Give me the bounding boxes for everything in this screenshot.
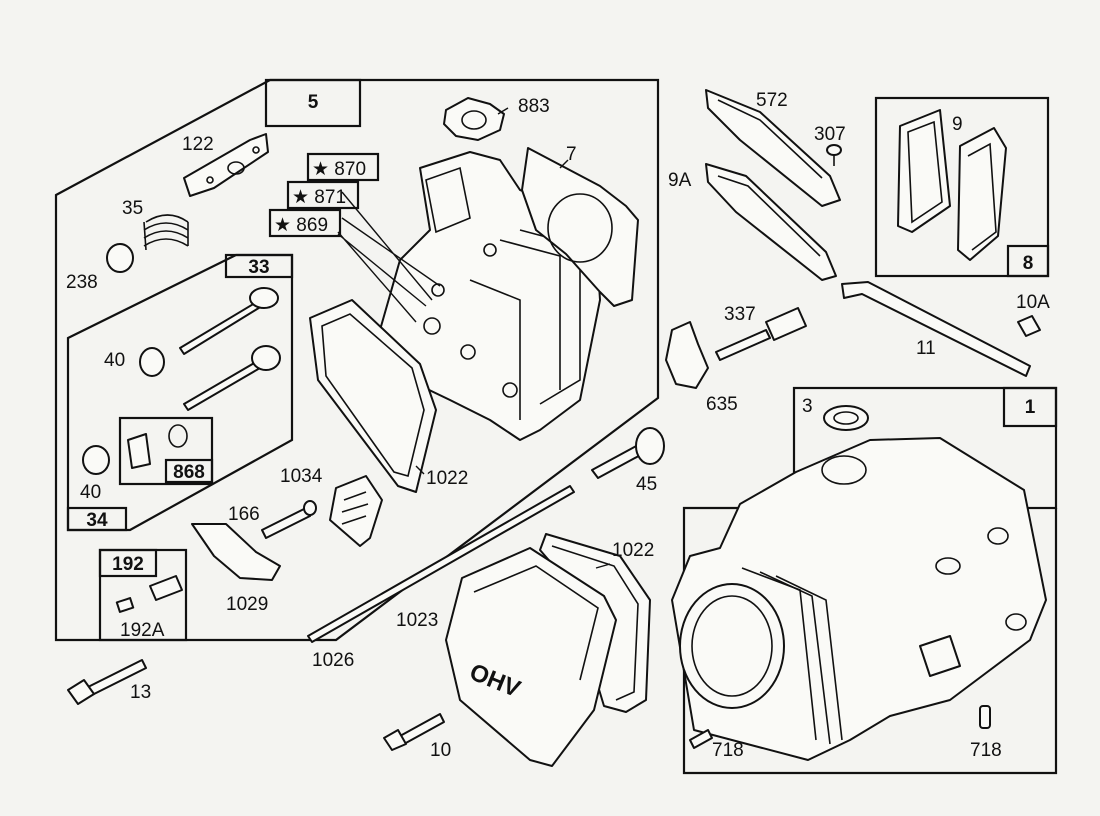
- callout-718-left: 718: [712, 740, 744, 761]
- assembly-label-1: 1: [1025, 397, 1036, 418]
- part-572-gasket: [705, 89, 841, 207]
- assembly-label-8: 8: [1023, 253, 1034, 274]
- head-assembly-frame: 5: [54, 78, 660, 642]
- callout-1022-lower: 1022: [612, 540, 654, 561]
- callout-45: 45: [636, 474, 657, 495]
- part-1034-plate: [329, 475, 383, 547]
- part-238-cap: [106, 243, 134, 273]
- callout-166: 166: [228, 504, 260, 525]
- part-intake-valve: [183, 345, 281, 411]
- callout-9: 9: [952, 114, 963, 135]
- callout-labels: 883 7 122 35 238 ★ 870 ★ 871 ★ 869 40 40…: [66, 90, 1050, 761]
- callout-1023: 1023: [396, 610, 438, 631]
- callout-40-lower: 40: [80, 482, 101, 503]
- callout-883: 883: [518, 96, 550, 117]
- part-1029-rocker-arm: [191, 523, 281, 581]
- part-11-tube: [841, 281, 1031, 377]
- callout-10: 10: [430, 740, 451, 761]
- part-35-spring: [143, 214, 189, 251]
- part-1026-push-rod: [307, 485, 575, 643]
- callout-238: 238: [66, 272, 98, 293]
- part-13-bolt: [67, 659, 147, 705]
- part-718-dowel-left: [689, 729, 713, 749]
- callout-572: 572: [756, 90, 788, 111]
- callout-192a: 192A: [120, 620, 165, 641]
- part-crankcase-block: [671, 437, 1047, 761]
- part-122-bracket: [183, 133, 269, 197]
- part-7-head-gasket: [521, 147, 639, 307]
- assembly-label-33: 33: [248, 257, 269, 278]
- part-1023-rocker-cover: OHV: [445, 547, 617, 767]
- callout-40-upper: 40: [104, 350, 125, 371]
- part-1022-gasket-upper: [309, 299, 437, 493]
- callout-869: ★ 869: [274, 215, 328, 236]
- callout-337: 337: [724, 304, 756, 325]
- part-45-tappet: [591, 427, 665, 479]
- valve-assembly-frame: 33 34 868: [66, 253, 294, 532]
- part-868-seal: [127, 424, 188, 469]
- callout-9a: 9A: [668, 170, 692, 191]
- part-exhaust-valve: [179, 287, 279, 355]
- part-9-gasket-set: [897, 109, 1007, 261]
- callout-871: ★ 871: [292, 187, 346, 208]
- callout-1034: 1034: [280, 466, 323, 487]
- assembly-label-34: 34: [86, 510, 108, 531]
- callout-635: 635: [706, 394, 738, 415]
- callout-307: 307: [814, 124, 846, 145]
- assembly-label-5: 5: [308, 92, 319, 113]
- assembly-label-868: 868: [173, 462, 205, 483]
- gasket-set-frame: 8: [874, 96, 1050, 278]
- part-3-seal: [823, 405, 869, 431]
- part-10-bolt: [383, 713, 445, 751]
- callout-718-right: 718: [970, 740, 1002, 761]
- part-9a-gasket: [705, 163, 837, 281]
- part-337-spark-plug: [715, 307, 807, 361]
- part-166-stud: [261, 500, 317, 539]
- assembly-label-192: 192: [112, 554, 144, 575]
- callout-1029: 1029: [226, 594, 268, 615]
- callout-1022-upper: 1022: [426, 468, 468, 489]
- callout-35: 35: [122, 198, 143, 219]
- callout-870: ★ 870: [312, 159, 366, 180]
- callout-1026: 1026: [312, 650, 354, 671]
- callout-122: 122: [182, 134, 214, 155]
- callout-13: 13: [130, 682, 151, 703]
- callout-10a: 10A: [1016, 292, 1050, 313]
- callout-7: 7: [566, 144, 577, 165]
- part-883-gasket: [443, 97, 505, 141]
- callout-11: 11: [916, 338, 936, 359]
- part-40-retainer-upper: [139, 347, 165, 377]
- part-10a-bolt: [1017, 315, 1041, 337]
- part-40-retainer-lower: [82, 445, 110, 475]
- part-192-breather: [115, 575, 183, 613]
- leader-lines: [337, 107, 611, 569]
- part-635-elbow: [665, 321, 709, 389]
- breather-assembly-frame: 192: [98, 548, 188, 642]
- callout-3: 3: [802, 396, 813, 417]
- part-307-screw: [826, 144, 842, 166]
- part-718-dowel-right: [979, 705, 991, 729]
